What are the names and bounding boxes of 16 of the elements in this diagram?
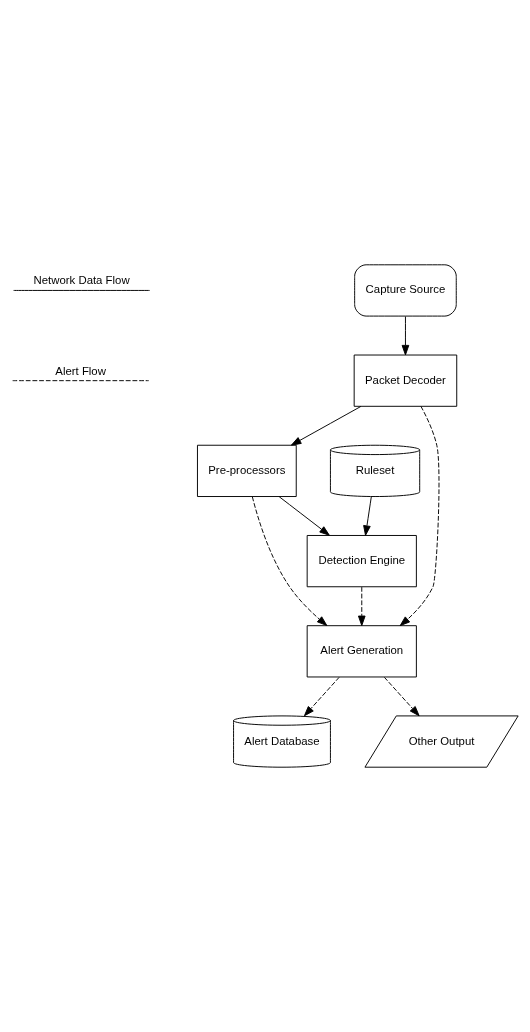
arrow xyxy=(290,405,362,446)
arrow xyxy=(399,405,440,627)
arrow xyxy=(303,676,340,717)
arrow xyxy=(401,316,410,356)
arrow xyxy=(278,496,330,536)
legend-label: Network Data Flow xyxy=(33,274,130,287)
node-box: Pre-processors xyxy=(197,444,297,497)
legend-label: Alert Flow xyxy=(55,364,106,377)
arrow xyxy=(251,496,328,626)
node-box: Detection Engine xyxy=(306,535,417,588)
arrow xyxy=(383,676,420,717)
node-box: Packet Decoder xyxy=(353,354,458,407)
node-box: Alert Generation xyxy=(306,625,417,678)
node-box: Capture Source xyxy=(354,264,457,317)
arrow xyxy=(357,586,366,627)
arrow xyxy=(363,496,372,536)
